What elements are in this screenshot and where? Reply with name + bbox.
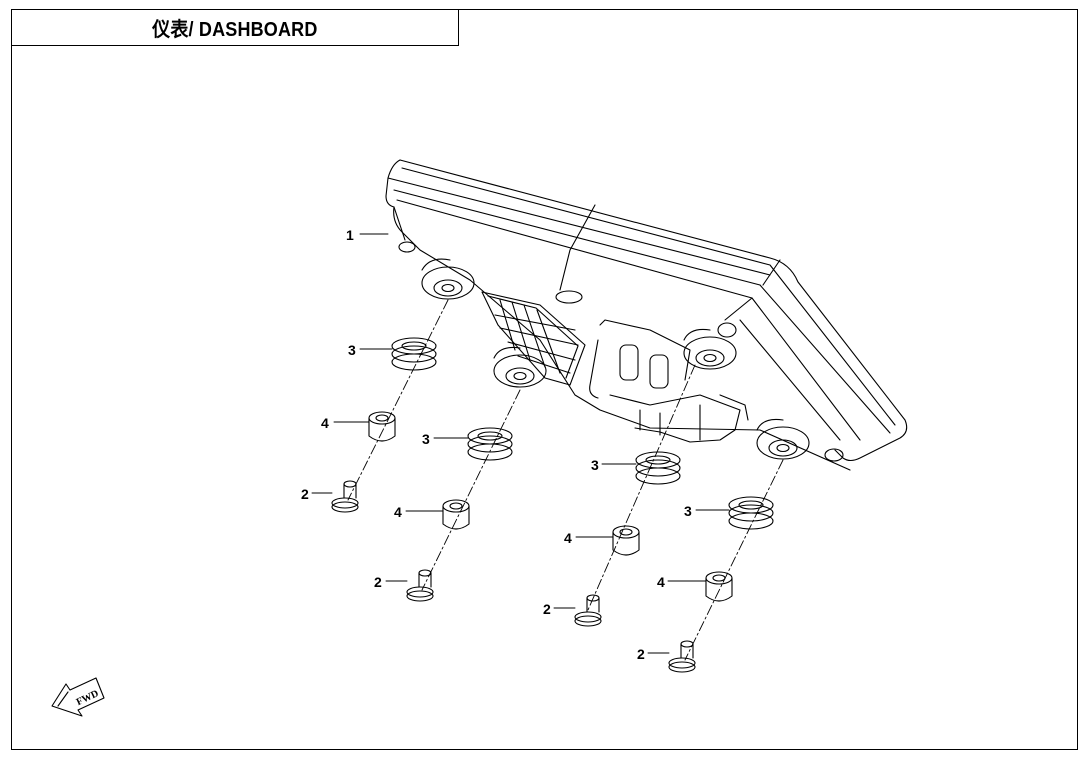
- callout-4: 4: [564, 530, 572, 546]
- bushing: [705, 571, 733, 602]
- callout-4: 4: [657, 574, 665, 590]
- callout-4: 4: [321, 415, 329, 431]
- plug-connector: [589, 319, 749, 443]
- grommet: [391, 337, 437, 371]
- mount-boss-1: [421, 258, 475, 300]
- callout-1: 1: [346, 227, 354, 243]
- diagram-title: 仪表/ DASHBOARD: [152, 19, 318, 41]
- dashboard-housing: [385, 159, 908, 471]
- mount-boss-2: [493, 346, 547, 388]
- fwd-arrow-icon: FWD: [51, 677, 105, 717]
- callout-2: 2: [637, 646, 645, 662]
- callout-2: 2: [301, 486, 309, 502]
- mount-boss-4: [756, 418, 810, 460]
- callout-2: 2: [374, 574, 382, 590]
- screw: [574, 594, 602, 627]
- grommet: [728, 496, 774, 530]
- callout-4: 4: [394, 504, 402, 520]
- bushing: [612, 525, 640, 556]
- callout-3: 3: [348, 342, 356, 358]
- callout-2: 2: [543, 601, 551, 617]
- drawing-frame: [11, 9, 1078, 750]
- leader-lines: [311, 233, 730, 654]
- screw: [331, 480, 359, 513]
- screw: [406, 569, 434, 602]
- callout-3: 3: [684, 503, 692, 519]
- bushing: [442, 499, 470, 530]
- title-block: 仪表/ DASHBOARD: [11, 9, 459, 46]
- callout-3: 3: [591, 457, 599, 473]
- connector-grid: [481, 291, 586, 386]
- callout-3: 3: [422, 431, 430, 447]
- mount-boss-3: [683, 328, 737, 370]
- centre-lines: [347, 299, 784, 661]
- grommet: [635, 451, 681, 485]
- bushing: [368, 411, 396, 442]
- grommet: [467, 427, 513, 461]
- screw: [668, 640, 696, 673]
